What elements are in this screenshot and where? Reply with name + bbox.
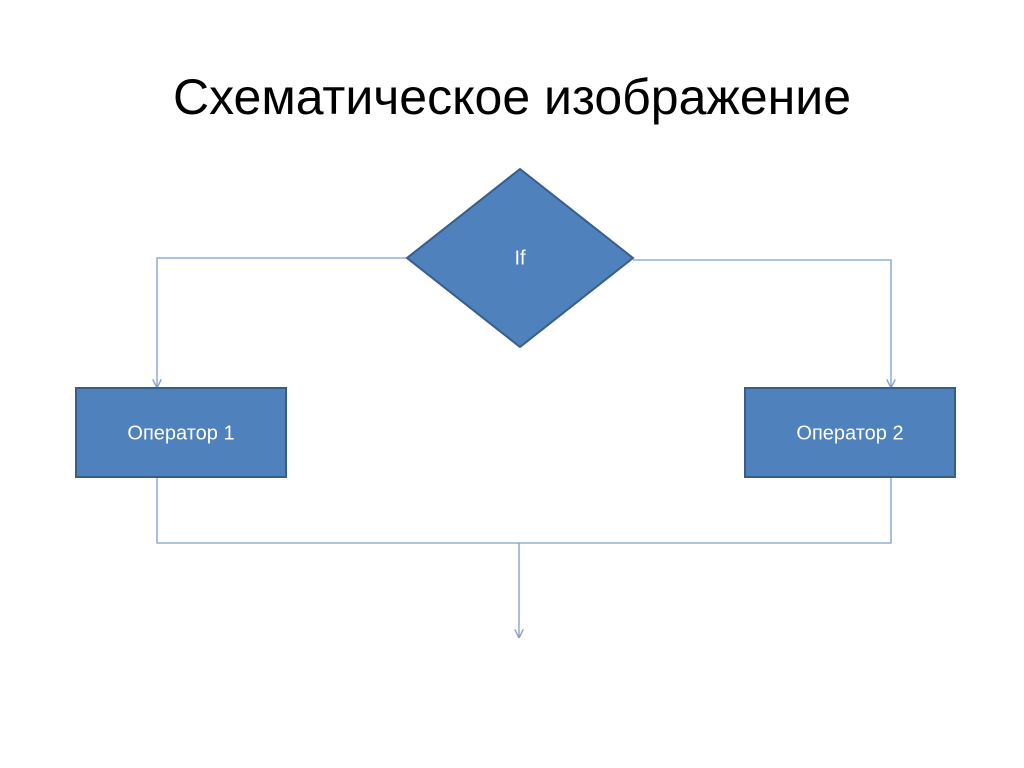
process-box-right-label: Оператор 2 — [796, 422, 903, 444]
slide-title: Схематическое изображение — [172, 69, 852, 125]
process-box-left — [75, 387, 287, 478]
process-box-left-label: Оператор 1 — [127, 422, 234, 444]
connector-to-right-box — [633, 259, 891, 387]
decision-diamond — [405, 167, 635, 349]
process-box-right — [744, 387, 956, 478]
decision-label: If — [514, 247, 526, 269]
connector-to-left-box — [157, 257, 408, 387]
connector-merge — [156, 478, 892, 544]
